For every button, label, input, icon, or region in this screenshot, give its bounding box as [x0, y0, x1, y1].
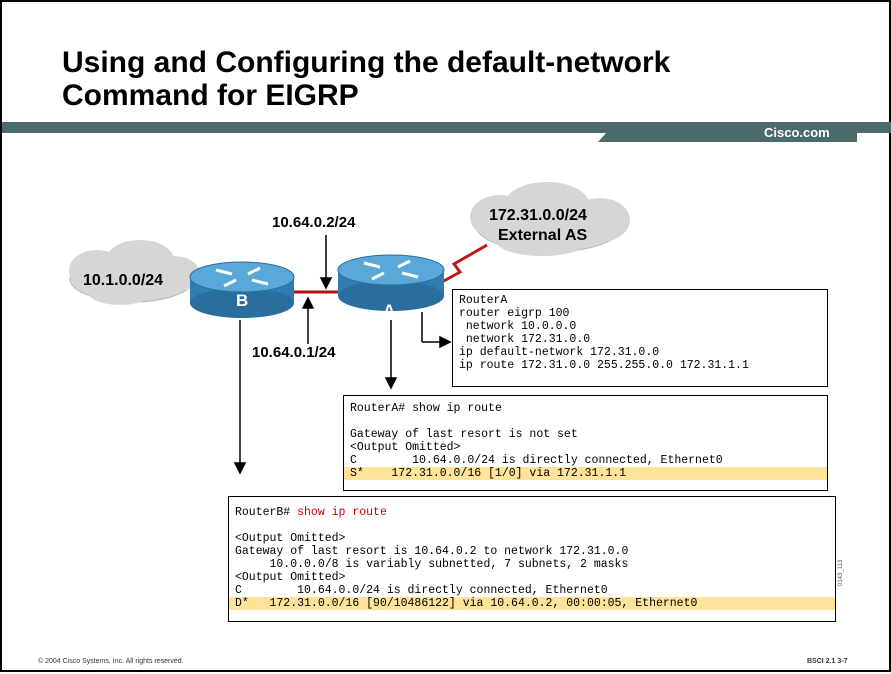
router-a-show-output: RouterA# show ip route Gateway of last r…: [343, 395, 828, 491]
router-b-line-1: <Output Omitted>: [235, 532, 346, 545]
cfg-line-5: ip default-network 172.31.0.0: [459, 346, 660, 359]
router-b-command: show ip route: [297, 506, 387, 519]
router-a-prompt: RouterA#: [350, 402, 413, 415]
brand-tab: [598, 122, 857, 142]
router-b-command-line: RouterB# show ip route: [229, 497, 835, 519]
router-b-line-3: 10.0.0.0/8 is variably subnetted, 7 subn…: [235, 558, 629, 571]
arrows: [233, 235, 452, 475]
cfg-line-3: network 10.0.0.0: [459, 320, 577, 333]
cfg-line-4: network 172.31.0.0: [459, 333, 591, 346]
label-router-a-interface: 10.64.0.2/24: [272, 214, 356, 231]
router-a-line-2: <Output Omitted>: [350, 441, 461, 454]
router-b-label: B: [236, 291, 248, 310]
cfg-line-2: router eigrp 100: [459, 307, 570, 320]
cloud-left-label: 10.1.0.0/24: [83, 272, 163, 289]
serial-link: [441, 243, 488, 284]
cfg-line-1: RouterA: [459, 294, 508, 307]
cloud-right-label-1: 172.31.0.0/24: [489, 207, 587, 224]
slide-title: Using and Configuring the default-networ…: [62, 46, 822, 112]
router-a: [337, 254, 445, 311]
router-a-line-1: Gateway of last resort is not set: [350, 428, 578, 441]
router-a-line-3: C 10.64.0.0/24 is directly connected, Et…: [350, 454, 723, 467]
router-b-show-output: RouterB# show ip route <Output Omitted> …: [228, 496, 836, 622]
cloud-left: [69, 240, 200, 305]
router-a-line-4: S* 172.31.0.0/16 [1/0] via 172.31.1.1: [344, 467, 827, 480]
router-b-line-2: Gateway of last resort is 10.64.0.2 to n…: [235, 545, 629, 558]
cloud-right: [470, 182, 630, 256]
footer-page: BSCI 2.1 3-7: [807, 658, 848, 665]
router-a-command-line: RouterA# show ip route: [344, 396, 827, 415]
footer-copyright: © 2004 Cisco Systems, Inc. All rights re…: [38, 658, 184, 665]
router-b-blank: [229, 519, 835, 532]
router-b-line-6: D* 172.31.0.0/16 [90/10486122] via 10.64…: [229, 597, 835, 610]
router-b-line-5: C 10.64.0.0/24 is directly connected, Et…: [235, 584, 608, 597]
label-router-b-interface: 10.64.0.1/24: [252, 344, 336, 361]
router-a-command: show ip route: [412, 402, 502, 415]
cfg-line-6: ip route 172.31.0.0 255.255.0.0 172.31.1…: [459, 359, 749, 372]
router-b-prompt: RouterB#: [235, 506, 298, 519]
cisco-brand: Cisco.com: [764, 125, 830, 140]
router-a-label: A: [383, 301, 395, 320]
router-b-line-4: <Output Omitted>: [235, 571, 346, 584]
title-line-1: Using and Configuring the default-networ…: [62, 46, 671, 79]
router-a-config: RouterA router eigrp 100 network 10.0.0.…: [452, 289, 828, 387]
title-line-2: Command for EIGRP: [62, 79, 359, 112]
header-bar: [2, 122, 891, 133]
figure-id: 0143_113: [838, 559, 844, 586]
router-a-blank: [344, 415, 827, 428]
cloud-right-label-2: External AS: [498, 227, 588, 244]
router-b: [189, 261, 295, 318]
